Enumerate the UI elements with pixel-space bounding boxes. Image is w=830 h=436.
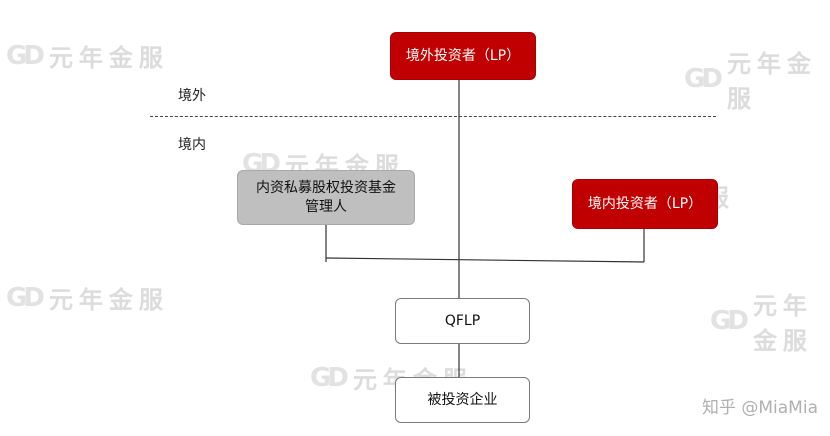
watermark-text: 元年金服 [48, 286, 169, 314]
overseas-label: 境外 [178, 88, 206, 104]
foreign-investor-node: 境外投资者（LP） [390, 32, 536, 80]
investee-node: 被投资企业 [395, 377, 530, 423]
domestic-investor-node: 境内投资者（LP） [572, 179, 718, 229]
watermark: GD 元年金服 [684, 44, 830, 114]
border-divider [150, 116, 716, 117]
watermark-logo-icon: GD [6, 282, 45, 313]
watermark: GD 元年金服 [6, 280, 169, 315]
qflp-node: QFLP [395, 298, 530, 344]
watermark: GD 元年金服 [6, 38, 169, 73]
watermark-logo-icon: GD [310, 362, 349, 393]
watermark: GD 元年金服 [710, 286, 830, 356]
watermark-logo-icon: GD [6, 40, 45, 71]
domestic-pe-manager-node: 内资私募股权投资基金 管理人 [237, 170, 415, 225]
watermark-text: 元年金服 [48, 44, 169, 72]
watermark-text: 元年金服 [752, 292, 813, 355]
domestic-label: 境内 [178, 137, 206, 153]
domestic-join-line [325, 257, 645, 263]
author-credit: 知乎 @MiaMia [701, 398, 818, 418]
watermark-logo-icon: GD [710, 306, 749, 336]
watermark-text: 元年金服 [726, 50, 817, 113]
watermark-logo-icon: GD [684, 64, 723, 94]
